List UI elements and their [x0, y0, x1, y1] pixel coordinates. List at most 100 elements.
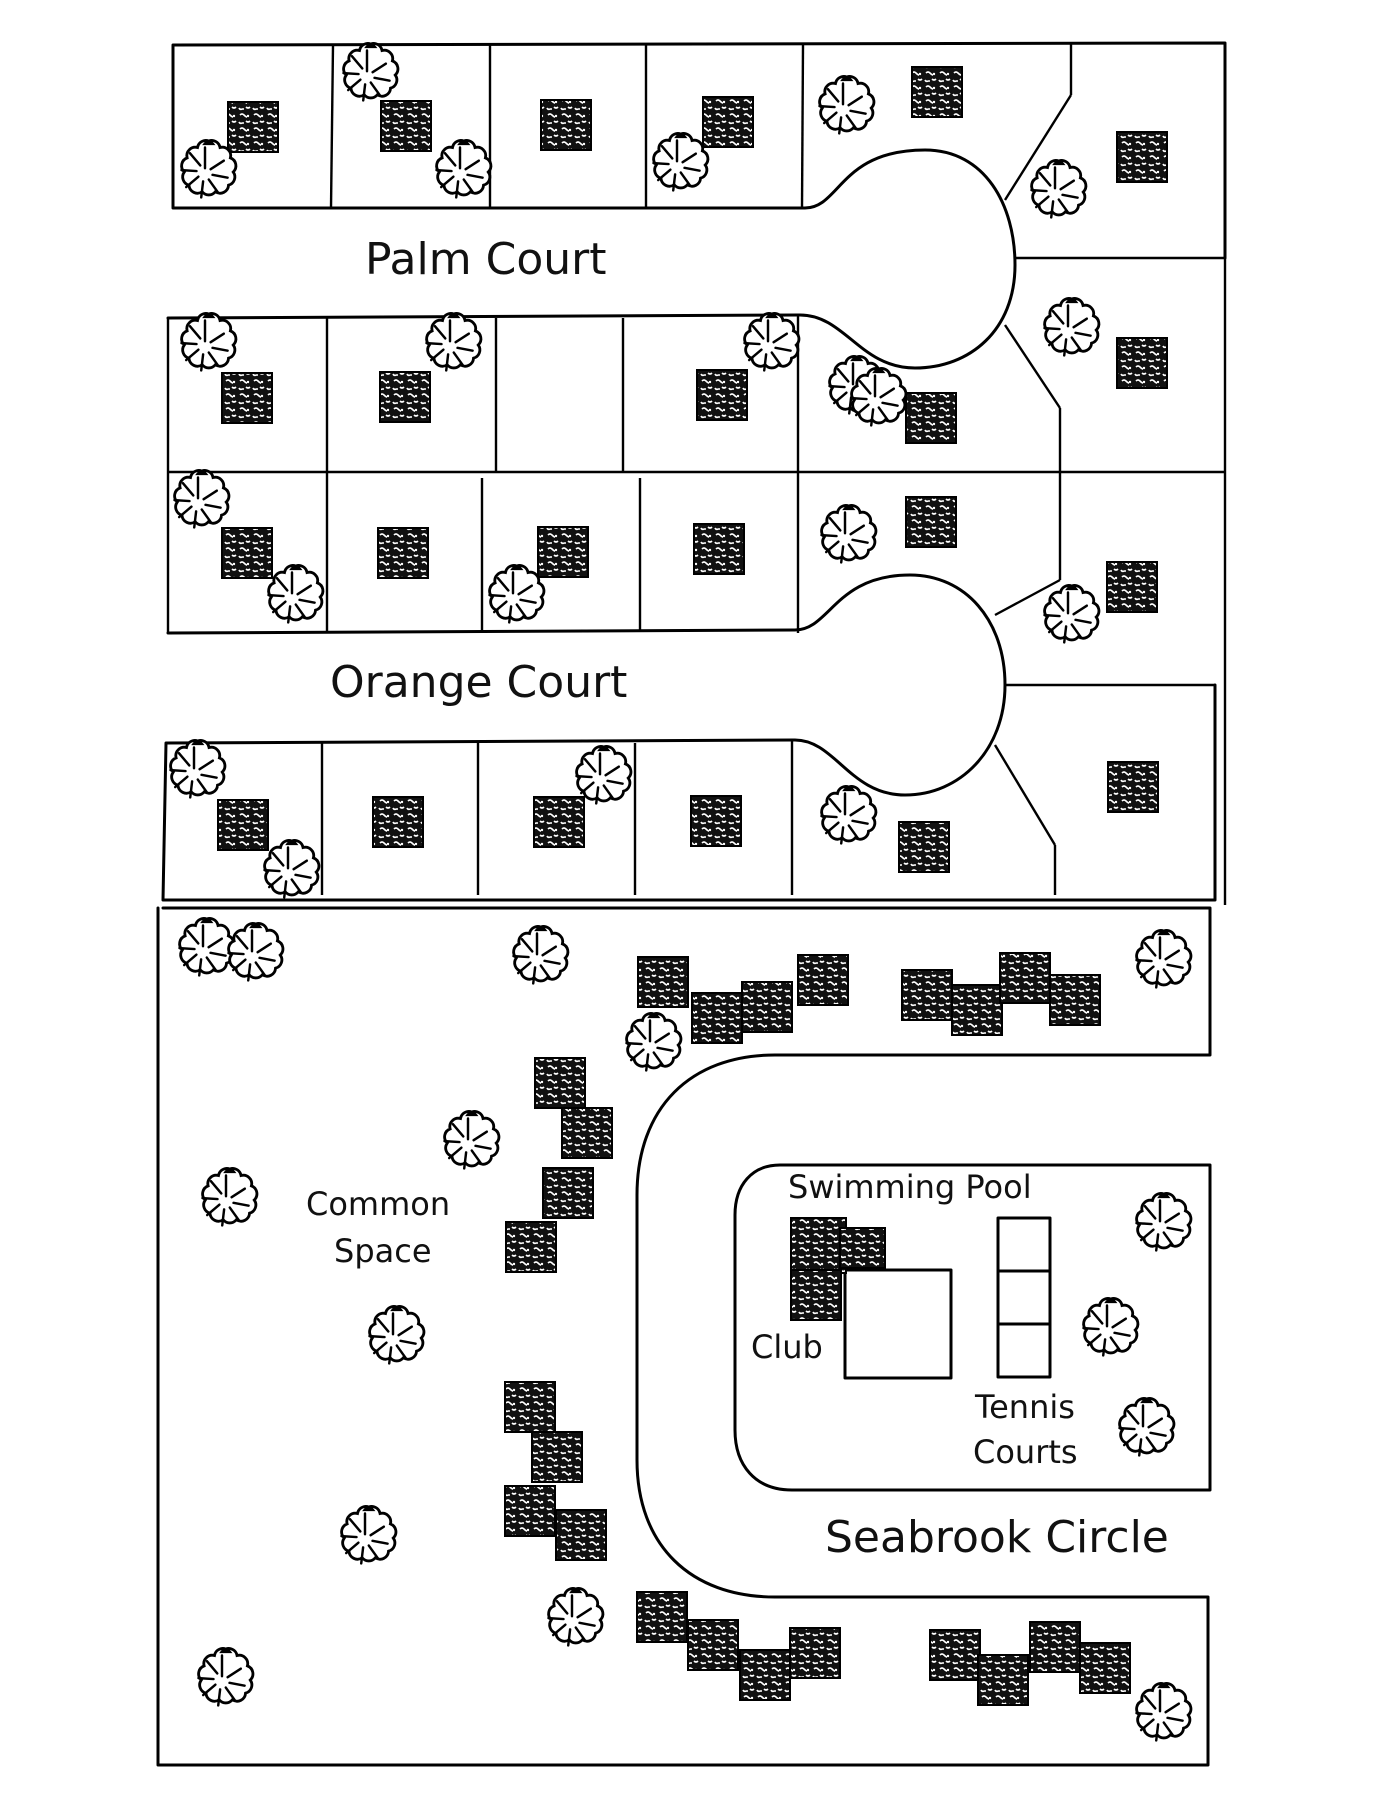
house [372, 796, 424, 848]
tree-icon [169, 739, 227, 799]
label-common-space-2: Space [334, 1232, 432, 1270]
tree-icon [820, 504, 878, 564]
house [534, 1057, 586, 1109]
buildings [217, 66, 1168, 1706]
tree-icon [820, 785, 878, 845]
label-club: Club [751, 1328, 823, 1366]
label-swimming-pool: Swimming Pool [788, 1168, 1032, 1206]
club-building [790, 1269, 842, 1321]
label-palm-court: Palm Court [365, 234, 606, 285]
club-building [839, 1227, 886, 1269]
house [693, 523, 745, 575]
tree-icon [743, 312, 801, 372]
house [1049, 974, 1101, 1026]
orange-court-block [161, 573, 1217, 902]
tree-icon [512, 925, 570, 985]
house [702, 96, 754, 148]
house [687, 1619, 739, 1671]
house [542, 1167, 594, 1219]
tree-icon [1135, 929, 1193, 989]
house [977, 1654, 1029, 1706]
orange-court-boundary [161, 573, 1217, 902]
house [1079, 1642, 1131, 1694]
tree-icon [1082, 1297, 1140, 1357]
tennis-courts [996, 1216, 1052, 1379]
tree-icon [425, 312, 483, 372]
palm-court-north-boundary [166, 41, 1227, 370]
house [531, 1431, 583, 1483]
tree-icon [180, 139, 238, 199]
house [911, 66, 963, 118]
house [227, 101, 279, 153]
house [380, 100, 432, 152]
tree-icon [1135, 1682, 1193, 1742]
tree-icon [340, 1505, 398, 1565]
house [1029, 1621, 1081, 1673]
tree-icon [488, 564, 546, 624]
house [561, 1107, 613, 1159]
house [789, 1627, 841, 1679]
palm-court-block [166, 41, 1227, 905]
tree-icon [625, 1012, 683, 1072]
tree-icon [178, 917, 236, 977]
tree-icon [227, 922, 285, 982]
house [690, 795, 742, 847]
house [929, 1629, 981, 1681]
house [1107, 761, 1159, 813]
tree-icon [435, 139, 493, 199]
house [505, 1221, 557, 1273]
house [797, 954, 849, 1006]
house [898, 821, 950, 873]
tree-icon [1135, 1192, 1193, 1252]
label-tennis-2: Courts [973, 1433, 1078, 1471]
tree-icon [1118, 1397, 1176, 1457]
tree-icon [1030, 159, 1088, 219]
trees [169, 42, 1193, 1742]
tree-icon [180, 312, 238, 372]
house [221, 372, 273, 424]
club-building [790, 1217, 847, 1274]
house [739, 1649, 791, 1701]
house [637, 956, 689, 1008]
house [217, 799, 269, 851]
house [533, 796, 585, 848]
amenity-parcel [733, 1163, 1212, 1492]
house [691, 992, 743, 1044]
label-seabrook-circle: Seabrook Circle [825, 1512, 1169, 1563]
house [741, 981, 793, 1033]
label-orange-court: Orange Court [330, 657, 627, 708]
house [999, 952, 1051, 1004]
house [1106, 561, 1158, 613]
seabrook-circle-block [156, 906, 1212, 1767]
house [537, 526, 589, 578]
house [377, 527, 429, 579]
house [901, 969, 953, 1021]
label-tennis-1: Tennis [974, 1388, 1075, 1426]
tree-icon [173, 469, 231, 529]
house [1116, 131, 1168, 183]
house [905, 392, 957, 444]
house [504, 1485, 556, 1537]
swimming-pool [843, 1268, 953, 1380]
house [951, 984, 1003, 1036]
house [696, 369, 748, 421]
tree-icon [342, 42, 400, 102]
house [555, 1509, 607, 1561]
tree-icon [263, 839, 321, 899]
tree-icon [1043, 297, 1101, 357]
tree-icon [652, 132, 710, 192]
house [1116, 337, 1168, 389]
tree-icon [547, 1587, 605, 1647]
outer-boundary [156, 906, 1212, 1767]
house [636, 1591, 688, 1643]
tree-icon [197, 1647, 255, 1707]
tree-icon [201, 1167, 259, 1227]
house [221, 527, 273, 579]
tree-icon [575, 745, 633, 805]
tree-icon [368, 1305, 426, 1365]
tree-icon [443, 1110, 501, 1170]
house [504, 1381, 556, 1433]
house [379, 371, 431, 423]
house [905, 496, 957, 548]
